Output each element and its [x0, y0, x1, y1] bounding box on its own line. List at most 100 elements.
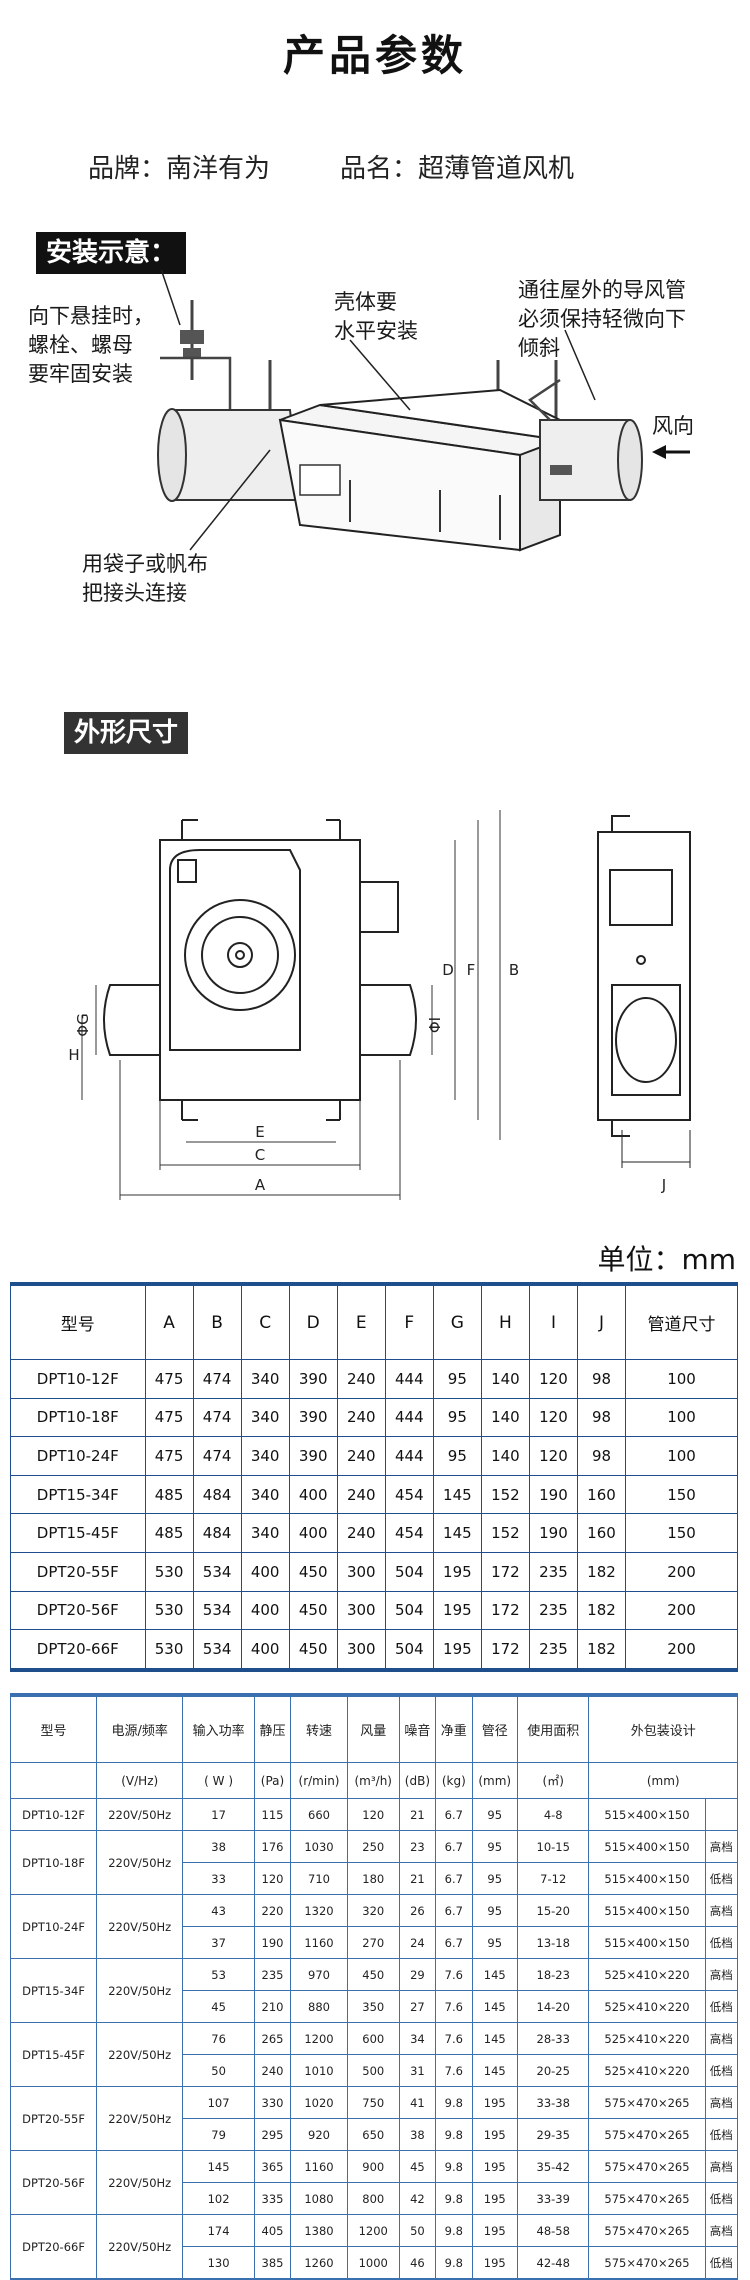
side-view	[597, 815, 691, 1168]
fan-body	[278, 388, 561, 552]
table-header-cell: I	[528, 1285, 578, 1360]
dim-i: ΦI	[426, 1017, 444, 1033]
callout-wind: 风向	[652, 414, 694, 438]
table-cell: 200	[625, 1551, 738, 1592]
table-cell: 970	[290, 1958, 348, 1991]
speed-level-cell: 低档	[704, 1862, 739, 1895]
unit-cell	[9, 1762, 98, 1799]
table-cell: 95	[471, 1798, 518, 1831]
table-cell: 450	[288, 1629, 338, 1669]
table-header-cell: 静压	[253, 1696, 292, 1763]
table-cell: 6.7	[435, 1862, 473, 1895]
table-cell: 38	[398, 2118, 437, 2151]
table-cell: 42	[398, 2182, 437, 2215]
table-cell: 9.8	[435, 2214, 473, 2247]
table-header-cell: C	[240, 1285, 290, 1360]
table-cell: 575×470×265	[588, 2214, 706, 2247]
dim-j: J	[661, 1176, 666, 1194]
table-header-cell: 噪音	[398, 1696, 437, 1763]
dim-e: E	[255, 1123, 264, 1141]
spec-table: 型号电源/频率输入功率静压转速风量噪音净重管径使用面积外包装设计 (V/Hz)(…	[9, 1693, 739, 2280]
table-cell: 176	[253, 1830, 292, 1863]
table-cell: 575×470×265	[588, 2086, 706, 2119]
brand-line: 品牌：南洋有为品名：超薄管道风机	[88, 148, 574, 185]
table-cell: 530	[144, 1629, 194, 1669]
table-cell: 7.6	[435, 2054, 473, 2087]
callout-hang: 向下悬挂时，螺栓、螺母要牢固安装	[28, 304, 154, 386]
table-cell: 50	[182, 2054, 255, 2087]
table-cell: 485	[144, 1474, 194, 1515]
speed-level-cell: 低档	[704, 1990, 739, 2023]
table-header-cell: 型号	[10, 1285, 146, 1360]
table-header-cell: 转速	[290, 1696, 348, 1763]
table-cell: 21	[398, 1862, 437, 1895]
table-cell: 515×400×150	[588, 1830, 706, 1863]
table-cell: 7-12	[516, 1862, 590, 1895]
table-cell: 340	[240, 1436, 290, 1476]
table-cell: 145	[471, 1990, 518, 2023]
power-cell: 220V/50Hz	[96, 2150, 184, 2215]
table-cell: 41	[398, 2086, 437, 2119]
table-cell: 235	[528, 1629, 578, 1669]
table-cell: 150	[625, 1513, 738, 1553]
table-cell: 195	[432, 1629, 482, 1669]
page-title: 产品参数	[282, 31, 467, 80]
table-cell: 515×400×150	[588, 1798, 706, 1831]
unit-cell: (kg)	[435, 1762, 473, 1799]
table-cell: 335	[253, 2182, 292, 2215]
table-cell: 195	[471, 2214, 518, 2247]
table-cell: 6.7	[435, 1894, 473, 1927]
table-cell: 107	[182, 2086, 255, 2119]
table-cell: 95	[471, 1862, 518, 1895]
table-cell: 660	[290, 1798, 348, 1831]
table-cell: 575×470×265	[588, 2118, 706, 2151]
table-cell: 400	[240, 1590, 290, 1631]
table-cell: 20-25	[516, 2054, 590, 2087]
table-cell: 475	[144, 1397, 194, 1438]
table-header-cell: 外包装设计	[588, 1696, 738, 1763]
table-header-cell: 电源/频率	[96, 1696, 184, 1763]
left-duct	[157, 408, 302, 502]
table-cell: 145	[471, 2022, 518, 2055]
table-cell: 880	[290, 1990, 348, 2023]
table-cell: 265	[253, 2022, 292, 2055]
table-cell: 525×410×220	[588, 2022, 706, 2055]
table-cell: 525×410×220	[588, 1958, 706, 1991]
dims-section-tag: 外形尺寸	[64, 712, 189, 754]
table-cell: 27	[398, 1990, 437, 2023]
table-cell: 390	[288, 1436, 338, 1476]
table-cell: 95	[471, 1830, 518, 1863]
callout-bag: 用袋子或帆布把接头连接	[82, 552, 208, 605]
table-cell: 515×400×150	[588, 1894, 706, 1927]
table-cell: 190	[253, 1926, 292, 1959]
table-cell: 76	[182, 2022, 255, 2055]
power-cell: 220V/50Hz	[96, 2086, 184, 2151]
table-cell: 145	[432, 1474, 482, 1515]
table-cell: 504	[384, 1629, 434, 1669]
dimension-lines	[81, 810, 501, 1200]
table-cell: 14-20	[516, 1990, 590, 2023]
unit-cell: (r/min)	[290, 1762, 348, 1799]
table-header-cell: J	[576, 1285, 627, 1360]
table-cell: 650	[346, 2118, 400, 2151]
table-cell: 145	[182, 2150, 255, 2183]
model-cell: DPT10-24F	[9, 1894, 98, 1959]
table-header-cell: A	[144, 1285, 194, 1360]
table-cell: 400	[288, 1474, 338, 1515]
table-cell: 195	[471, 2246, 518, 2279]
power-cell: 220V/50Hz	[96, 2214, 184, 2279]
table-cell: 33-39	[516, 2182, 590, 2215]
table-cell: 9.8	[435, 2086, 473, 2119]
table-cell: 140	[480, 1397, 530, 1438]
dim-f: F	[467, 961, 476, 979]
table-cell: 145	[471, 1958, 518, 1991]
dim-d: D	[442, 961, 454, 979]
table-cell: 17	[182, 1798, 255, 1831]
brand-label: 品牌：南洋有为	[88, 154, 271, 184]
table-cell: 182	[576, 1590, 627, 1631]
leader-lines	[160, 270, 596, 551]
table-cell: 710	[290, 1862, 348, 1895]
